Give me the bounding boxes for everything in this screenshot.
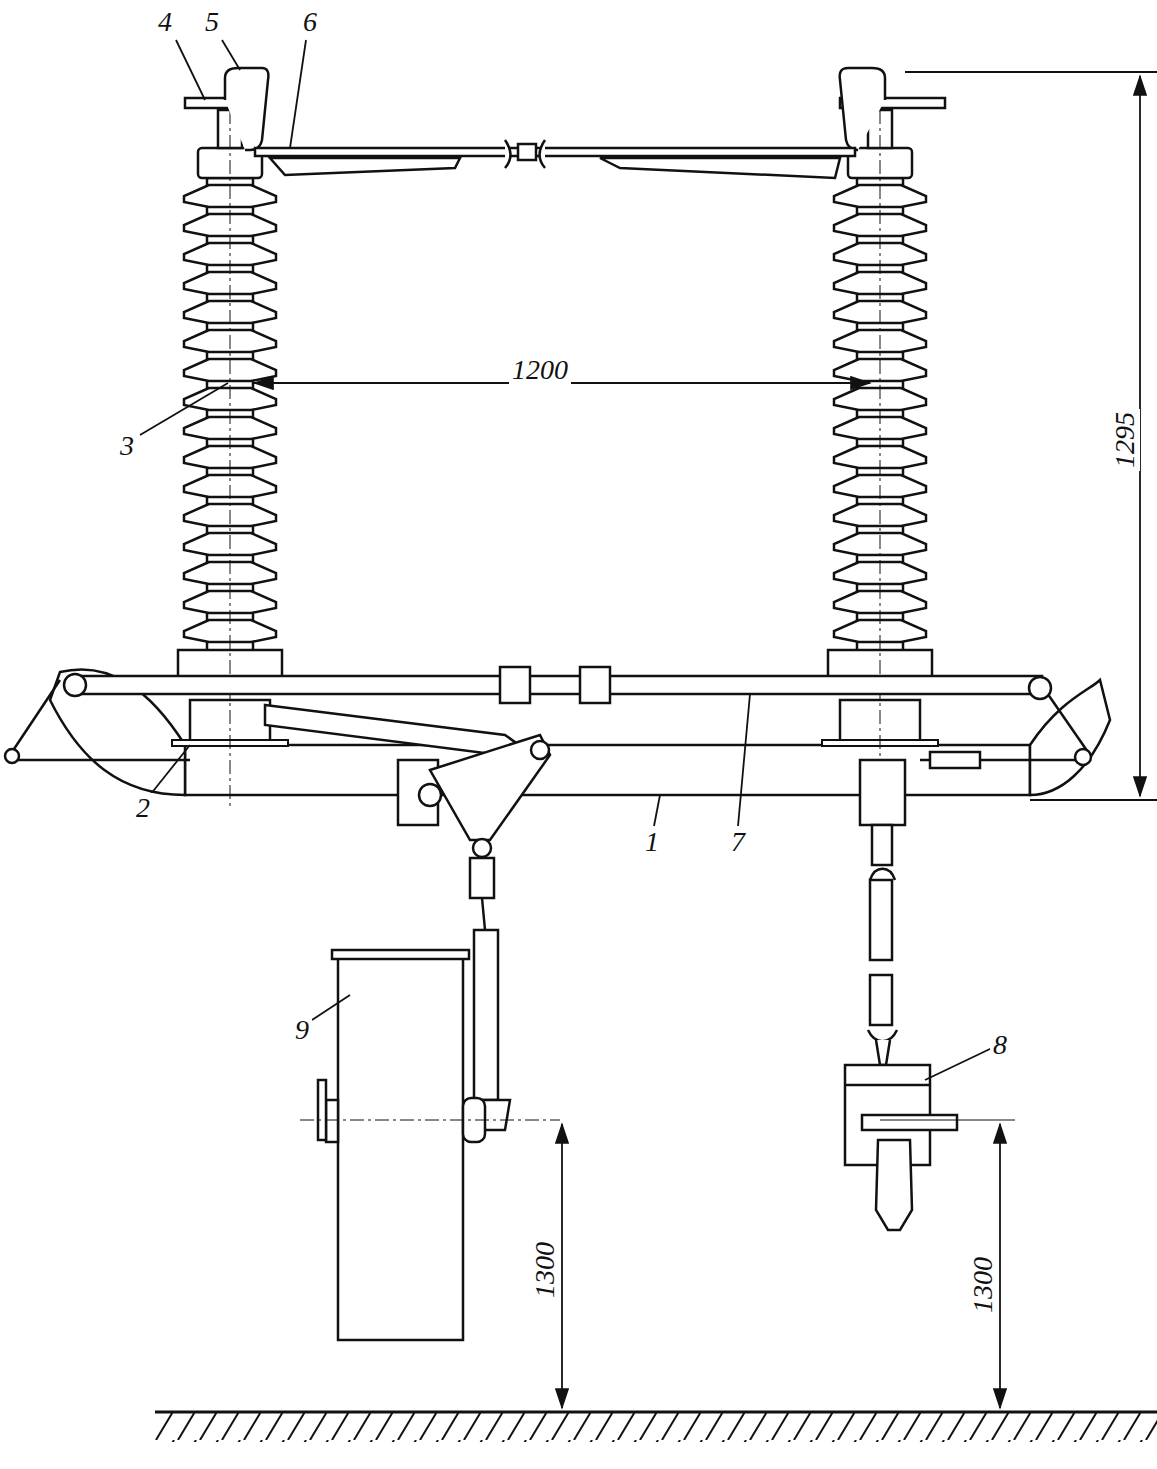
callout-number: 3 (117, 431, 137, 461)
dimension-value: 1300 (530, 1239, 560, 1301)
callout-number: 1 (642, 827, 662, 857)
manual-drive (300, 950, 560, 1340)
dimension-value: 1295 (1110, 409, 1140, 471)
dimension-value: 1200 (509, 355, 571, 385)
dimension-value: 1300 (968, 1254, 998, 1316)
callout-number: 9 (292, 1015, 312, 1045)
callout-number: 6 (300, 7, 320, 37)
right-insulator (822, 110, 938, 810)
base-frame (5, 669, 1110, 795)
callout-number: 2 (133, 793, 153, 823)
callout-number: 8 (990, 1030, 1010, 1060)
linkage-rod (64, 667, 1051, 703)
callout-number: 7 (728, 827, 748, 857)
callout-number: 5 (202, 7, 222, 37)
shaft-and-drive (845, 760, 1015, 1230)
dimension-lines (254, 72, 1157, 1408)
ground-hatching (155, 1412, 1157, 1442)
leader-lines (140, 40, 992, 1080)
ground-line (155, 1411, 1157, 1414)
callout-number: 4 (155, 7, 175, 37)
